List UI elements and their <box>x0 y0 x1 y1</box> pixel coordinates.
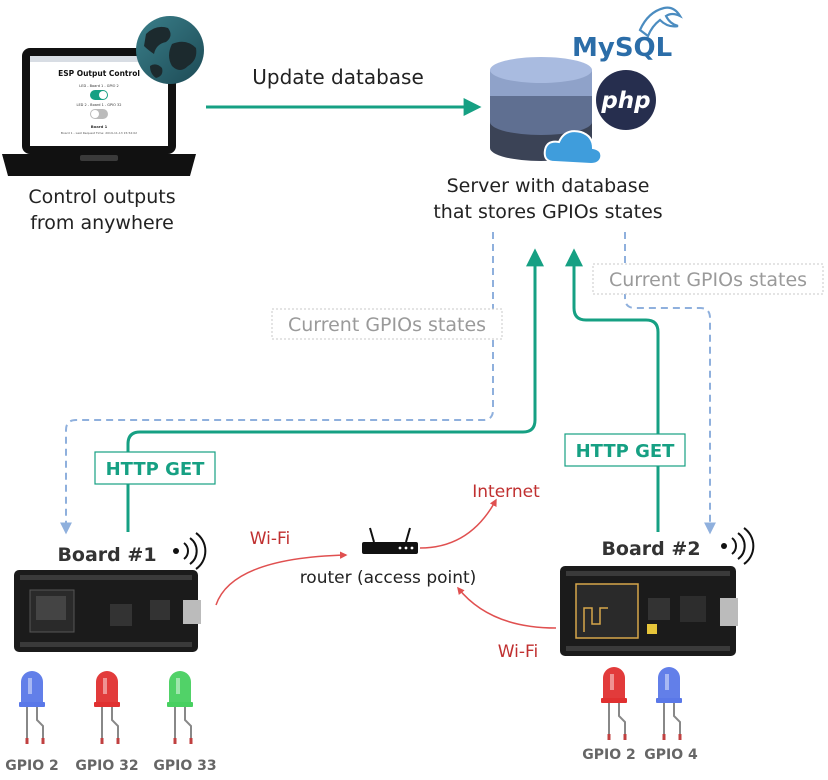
board1-gpio-label-0: GPIO 2 <box>5 758 58 774</box>
board1-gpio-label-2: GPIO 33 <box>153 758 216 774</box>
current-states-label-right: Current GPIOs states <box>609 269 807 291</box>
laptop-screen-line1: LED - Board 1 - GPIO 2 <box>79 84 118 88</box>
laptop-caption-line1: Control outputs <box>28 186 175 208</box>
laptop-screen-footer: Board 1 - Last Request Time: 2019-11-13 … <box>61 131 137 135</box>
server-caption-line2: that stores GPIOs states <box>433 201 662 223</box>
laptop: ESP Output Control LED - Board 1 - GPIO … <box>2 48 196 176</box>
mysql-logo: MySQL <box>572 6 683 63</box>
board1-led-0 <box>19 671 45 744</box>
http-get-arrow-right <box>565 248 660 532</box>
wifi-arrow-right <box>457 586 557 629</box>
board1-led-2 <box>167 671 193 744</box>
board2-gpio-label-1: GPIO 4 <box>644 747 698 763</box>
internet-label: Internet <box>472 482 540 502</box>
cloud-icon <box>543 130 603 166</box>
dolphin-icon <box>638 6 683 38</box>
globe-icon <box>136 16 204 84</box>
laptop-caption-line2: from anywhere <box>30 212 174 234</box>
http-get-label-right: HTTP GET <box>576 441 676 462</box>
laptop-screen-board-label: Board 1 <box>91 124 108 129</box>
current-states-arrow-left <box>60 232 494 535</box>
board2-label: Board #2 <box>601 538 700 560</box>
board2-esp8266 <box>560 566 738 656</box>
http-get-label-left: HTTP GET <box>106 459 206 480</box>
php-logo: php <box>596 70 656 130</box>
internet-arrow <box>419 498 497 549</box>
router-label: router (access point) <box>300 568 477 588</box>
http-get-arrow-left <box>126 248 544 532</box>
board2-led-1 <box>656 667 682 740</box>
board2-led-0 <box>601 667 627 740</box>
board1-leds <box>19 671 193 744</box>
database-icon <box>490 57 592 161</box>
laptop-screen-title: ESP Output Control <box>58 69 140 78</box>
laptop-screen-line2: LED 2 - Board 1 - GPIO 32 <box>77 103 122 107</box>
wifi-label-right: Wi-Fi <box>498 642 539 662</box>
wifi-signal-icon <box>173 532 207 570</box>
router-icon <box>362 527 418 554</box>
board1-esp32 <box>14 570 201 652</box>
mysql-logo-text: MySQL <box>572 33 672 63</box>
php-logo-text: php <box>600 88 650 114</box>
board2-gpio-label-0: GPIO 2 <box>582 747 635 763</box>
update-database-label: Update database <box>252 65 424 89</box>
current-states-arrow-right <box>624 232 716 535</box>
wifi-signal-icon <box>721 527 755 565</box>
board2-leds <box>601 667 682 740</box>
board1-label: Board #1 <box>57 544 156 566</box>
server-caption-line1: Server with database <box>447 175 650 197</box>
board1-gpio-label-1: GPIO 32 <box>75 758 138 774</box>
board1-led-1 <box>94 671 120 744</box>
current-states-label-left: Current GPIOs states <box>288 314 486 336</box>
wifi-arrow-left <box>215 551 348 606</box>
wifi-label-left: Wi-Fi <box>250 529 291 549</box>
